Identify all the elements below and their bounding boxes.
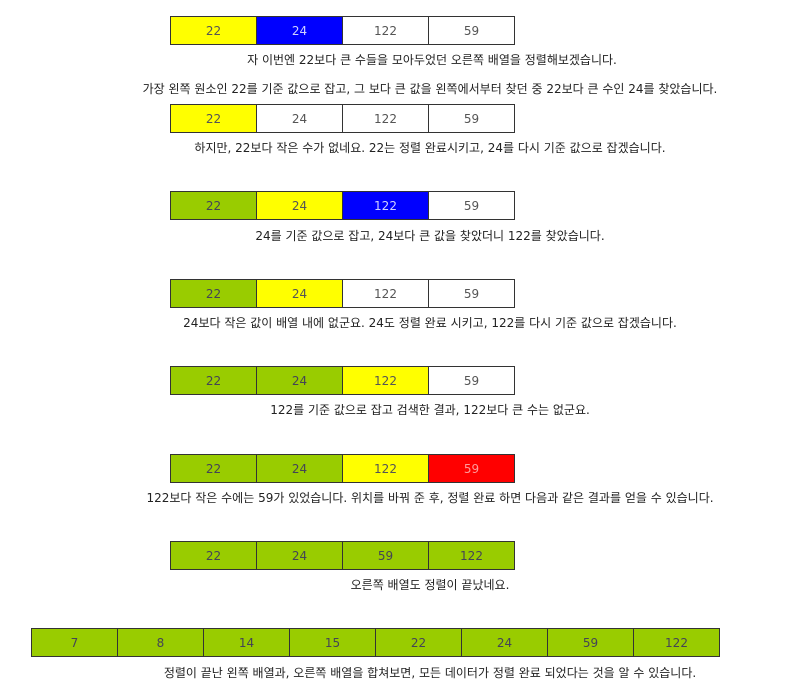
caption-5: 24보다 작은 값이 배열 내에 없군요. 24도 정렬 완료 시키고, 122… — [183, 316, 677, 330]
array-cell: 59 — [428, 191, 515, 220]
caption-2: 가장 왼쪽 원소인 22를 기준 값으로 잡고, 그 보다 큰 값을 왼쪽에서부… — [142, 82, 718, 96]
array-cell: 122 — [342, 191, 429, 220]
array-cell: 59 — [428, 279, 515, 308]
array-cell: 15 — [289, 628, 376, 657]
array-cell: 122 — [428, 541, 515, 570]
array-cell: 59 — [428, 104, 515, 133]
array-cell: 22 — [375, 628, 462, 657]
array-cell: 59 — [547, 628, 634, 657]
array-cell: 22 — [170, 16, 257, 45]
array-cell: 24 — [256, 541, 343, 570]
array-cell: 7 — [31, 628, 118, 657]
array-cell: 122 — [342, 279, 429, 308]
caption-4: 24를 기준 값으로 잡고, 24보다 큰 값을 찾았더니 122를 찾았습니다… — [255, 229, 605, 243]
array-cell: 24 — [461, 628, 548, 657]
caption-8: 오른쪽 배열도 정렬이 끝났네요. — [350, 578, 510, 592]
array-cell: 8 — [117, 628, 204, 657]
array-cell: 22 — [170, 366, 257, 395]
array-cell: 24 — [256, 191, 343, 220]
array-cell: 59 — [428, 454, 515, 483]
array-cell: 24 — [256, 279, 343, 308]
array-cell: 59 — [428, 366, 515, 395]
array-cell: 122 — [633, 628, 720, 657]
caption-6: 122를 기준 값으로 잡고 검색한 결과, 122보다 큰 수는 없군요. — [270, 403, 590, 417]
array-cell: 22 — [170, 454, 257, 483]
array-cell: 24 — [256, 104, 343, 133]
array-cell: 122 — [342, 104, 429, 133]
caption-9: 정렬이 끝난 왼쪽 배열과, 오른쪽 배열을 합쳐보면, 모든 데이터가 정렬 … — [163, 666, 697, 680]
caption-3: 하지만, 22보다 작은 수가 없네요. 22는 정렬 완료시키고, 24를 다… — [194, 141, 666, 155]
array-cell: 14 — [203, 628, 290, 657]
array-cell: 59 — [342, 541, 429, 570]
array-cell: 22 — [170, 279, 257, 308]
array-cell: 22 — [170, 104, 257, 133]
array-cell: 24 — [256, 366, 343, 395]
array-cell: 22 — [170, 541, 257, 570]
array-cell: 122 — [342, 16, 429, 45]
caption-7: 122보다 작은 수에는 59가 있었습니다. 위치를 바꿔 준 후, 정렬 완… — [146, 491, 714, 505]
array-cell: 59 — [428, 16, 515, 45]
caption-1: 자 이번엔 22보다 큰 수들을 모아두었던 오른쪽 배열을 정렬해보겠습니다. — [247, 53, 617, 67]
array-cell: 122 — [342, 454, 429, 483]
array-cell: 24 — [256, 16, 343, 45]
array-cell: 122 — [342, 366, 429, 395]
array-cell: 22 — [170, 191, 257, 220]
array-cell: 24 — [256, 454, 343, 483]
